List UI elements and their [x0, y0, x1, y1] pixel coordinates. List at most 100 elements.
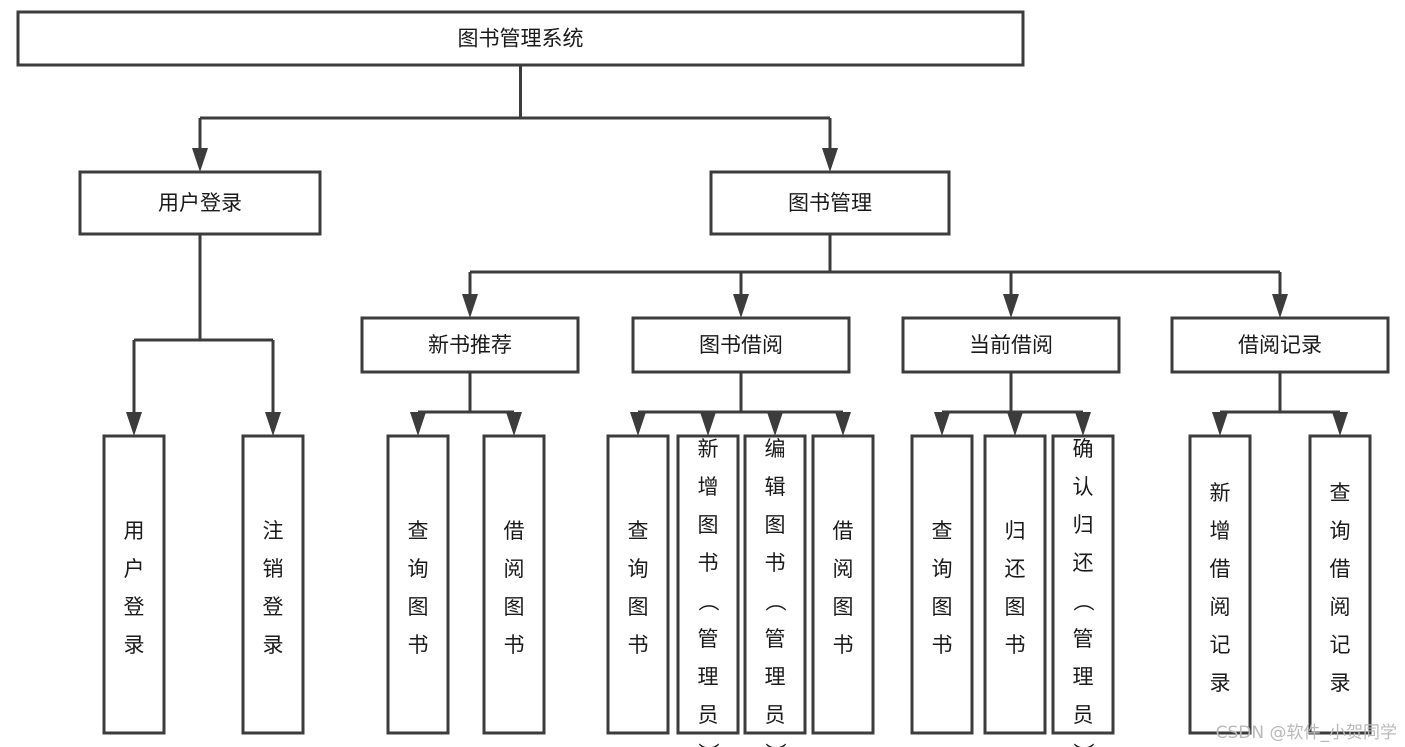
node-label-char: 书 — [504, 633, 525, 657]
node-label-char: 借 — [1330, 557, 1351, 581]
node-label-char: 图 — [628, 595, 649, 619]
node-label-char: 录 — [263, 633, 284, 657]
node-label-char: 记 — [1330, 633, 1351, 657]
node-label-char: 书 — [1005, 633, 1026, 657]
node-图书管理[interactable]: 图书管理 — [709, 170, 951, 236]
node-label-char: 管 — [698, 627, 719, 651]
node-label-char: 员 — [1073, 703, 1094, 727]
node-label-char: 图 — [765, 513, 786, 537]
node-label-char: 认 — [1073, 475, 1094, 499]
node-label-char: 增 — [698, 475, 719, 499]
node-label-char: 销 — [263, 557, 284, 581]
node-label-char: 书 — [408, 633, 429, 657]
node-label-char: 询 — [628, 557, 649, 581]
node-label-char: 书 — [765, 551, 786, 575]
node-label-char: 登 — [263, 595, 284, 619]
node-label-char: 还 — [1073, 551, 1094, 575]
node-label-char: 户 — [124, 557, 145, 581]
watermark-label: CSDN @软件_小贺同学 — [1215, 723, 1397, 743]
arrow-icon — [767, 412, 783, 436]
arrow-icon — [700, 412, 716, 436]
node-label-char: 查 — [932, 519, 953, 543]
node-label-char: 图 — [932, 595, 953, 619]
node-label-char: 查 — [1330, 481, 1351, 505]
node-新书推荐[interactable]: 新书推荐 — [360, 316, 580, 374]
node-label-char: 图 — [833, 595, 854, 619]
node-借阅记录[interactable]: 借阅记录 — [1170, 316, 1390, 374]
node-用户登录[interactable]: 用户登录 — [102, 434, 166, 735]
node-label-char: 理 — [765, 665, 786, 689]
node-label: 图书借阅 — [699, 333, 783, 357]
node-label-char: ） — [763, 743, 787, 747]
node-label-char: 理 — [698, 665, 719, 689]
arrow-icon — [1007, 412, 1023, 436]
node-label-char: 录 — [1330, 671, 1351, 695]
node-label-char: 询 — [932, 557, 953, 581]
connector — [462, 234, 1288, 318]
node-label-char: 理 — [1073, 665, 1094, 689]
arrow-icon — [1003, 294, 1019, 318]
node-label-char: 查 — [628, 519, 649, 543]
arrow-icon — [410, 412, 426, 436]
node-label-char: 员 — [698, 703, 719, 727]
connector — [934, 372, 1091, 436]
node-label-char: 借 — [833, 519, 854, 543]
node-label-char: 借 — [504, 519, 525, 543]
node-layer: 图书管理系统用户登录图书管理新书推荐图书借阅当前借阅借阅记录用户登录注销登录查询… — [16, 10, 1390, 747]
node-label-char: 书 — [628, 633, 649, 657]
node-label: 当前借阅 — [969, 333, 1053, 357]
node-label-char: 阅 — [1210, 595, 1231, 619]
node-label-char: ） — [1071, 743, 1095, 747]
node-图书借阅[interactable]: 图书借阅 — [631, 316, 851, 374]
node-label-char: 编 — [765, 437, 786, 461]
node-label: 用户登录 — [158, 191, 242, 215]
connector — [1212, 372, 1348, 436]
node-用户登录[interactable]: 用户登录 — [78, 170, 322, 236]
node-图书管理系统[interactable]: 图书管理系统 — [16, 10, 1025, 67]
connector — [192, 65, 838, 172]
node-label-char: 书 — [698, 551, 719, 575]
node-label-char: 阅 — [1330, 595, 1351, 619]
arrow-icon — [822, 148, 838, 172]
node-label-char: 图 — [408, 595, 429, 619]
node-label-char: 员 — [765, 703, 786, 727]
node-label: 新书推荐 — [428, 333, 512, 357]
node-label-char: 书 — [833, 633, 854, 657]
connector — [410, 372, 522, 436]
node-label-char: 增 — [1210, 519, 1231, 543]
node-label-char: 用 — [124, 519, 145, 543]
node-label-char: 询 — [1330, 519, 1351, 543]
connector — [126, 234, 281, 436]
arrow-icon — [126, 412, 142, 436]
node-label-char: （ — [696, 591, 720, 612]
node-label-char: （ — [763, 591, 787, 612]
node-当前借阅[interactable]: 当前借阅 — [901, 316, 1121, 374]
node-label-char: 确 — [1073, 437, 1094, 461]
node-label-char: 管 — [765, 627, 786, 651]
node-label-char: 图 — [1005, 595, 1026, 619]
arrow-icon — [462, 294, 478, 318]
node-label: 图书管理 — [788, 191, 872, 215]
node-label-char: 图 — [698, 513, 719, 537]
node-label-char: 阅 — [833, 557, 854, 581]
arrow-icon — [1272, 294, 1288, 318]
arrow-icon — [630, 412, 646, 436]
node-label-char: 录 — [124, 633, 145, 657]
node-label-char: 录 — [1210, 671, 1231, 695]
node-label-char: 还 — [1005, 557, 1026, 581]
node-label-char: 书 — [932, 633, 953, 657]
